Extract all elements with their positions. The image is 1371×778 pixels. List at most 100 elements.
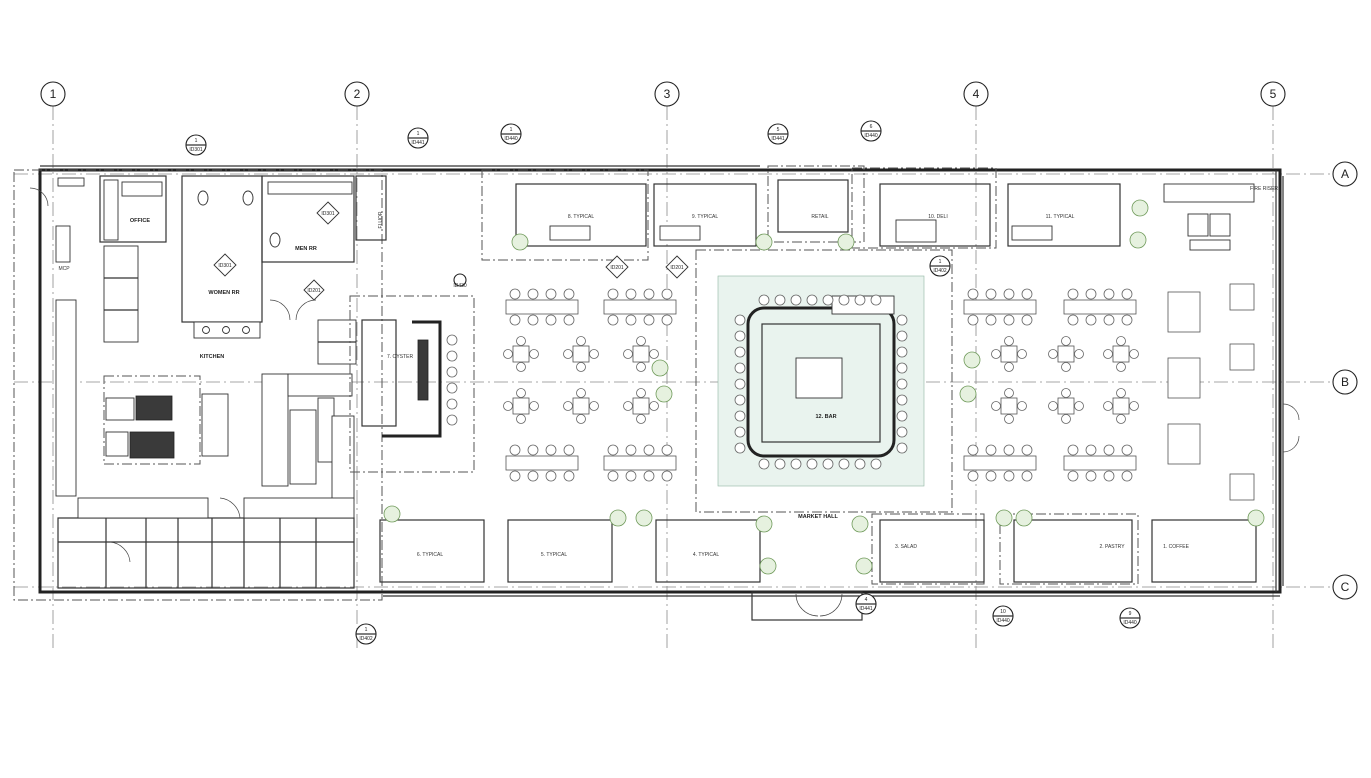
dining-table bbox=[1167, 423, 1201, 465]
dining-chair bbox=[1116, 414, 1126, 424]
dining-chair bbox=[607, 444, 619, 456]
dining-table bbox=[505, 455, 579, 471]
dining-table bbox=[1112, 345, 1130, 363]
planter bbox=[511, 233, 529, 251]
dining-chair bbox=[1021, 470, 1033, 482]
planter bbox=[995, 509, 1013, 527]
section-tag-number: 1 bbox=[939, 259, 942, 265]
dining-chair bbox=[643, 288, 655, 300]
dining-chair bbox=[623, 401, 633, 411]
room-label-women-rr: WOMEN RR bbox=[208, 290, 239, 296]
dining-chair bbox=[545, 444, 557, 456]
planter bbox=[609, 509, 627, 527]
room-label-market-hall: MARKET HALL bbox=[798, 514, 838, 520]
dining-table bbox=[1063, 455, 1137, 471]
dining-table bbox=[963, 299, 1037, 315]
bar-stool bbox=[734, 314, 746, 326]
dining-chair bbox=[1048, 401, 1058, 411]
dining-chair bbox=[545, 288, 557, 300]
dining-chair bbox=[1074, 401, 1084, 411]
dining-chair bbox=[1004, 414, 1014, 424]
dining-chair bbox=[1085, 444, 1097, 456]
dining-table bbox=[1229, 473, 1255, 501]
grid-column-bubble-2: 2 bbox=[344, 81, 370, 107]
dining-chair bbox=[985, 314, 997, 326]
dining-chair bbox=[1121, 470, 1133, 482]
bar-stool bbox=[790, 458, 802, 470]
planter bbox=[655, 385, 673, 403]
dining-chair bbox=[985, 444, 997, 456]
dining-chair bbox=[1004, 388, 1014, 398]
dining-chair bbox=[1067, 470, 1079, 482]
grid-row-label: B bbox=[1341, 375, 1349, 389]
dining-chair bbox=[563, 444, 575, 456]
dining-table bbox=[1000, 397, 1018, 415]
dining-chair bbox=[636, 414, 646, 424]
diamond-tag: ID301 bbox=[218, 263, 232, 269]
section-tag-ref: ID440 bbox=[864, 133, 878, 139]
dining-chair bbox=[1085, 288, 1097, 300]
bar-stool bbox=[896, 330, 908, 342]
dining-chair bbox=[527, 470, 539, 482]
section-tag-ref: ID301 bbox=[189, 147, 203, 153]
dining-chair bbox=[589, 349, 599, 359]
dining-chair bbox=[576, 388, 586, 398]
dining-table bbox=[1057, 397, 1075, 415]
bar-stool bbox=[806, 458, 818, 470]
stall-label: 1. COFFEE bbox=[1163, 544, 1190, 550]
stall-label: 2. PASTRY bbox=[1099, 544, 1125, 550]
grid-column-label: 3 bbox=[664, 87, 671, 101]
section-tag-number: 5 bbox=[777, 127, 780, 133]
planter bbox=[755, 233, 773, 251]
dining-chair bbox=[607, 314, 619, 326]
dining-chair bbox=[516, 336, 526, 346]
dining-chair bbox=[1048, 349, 1058, 359]
grid-row-bubble-a: A bbox=[1332, 161, 1358, 187]
bar-stool bbox=[774, 458, 786, 470]
dining-chair bbox=[607, 470, 619, 482]
dining-chair bbox=[1067, 314, 1079, 326]
dining-chair bbox=[1061, 336, 1071, 346]
dining-chair bbox=[1017, 401, 1027, 411]
dining-chair bbox=[967, 288, 979, 300]
dining-chair bbox=[1103, 470, 1115, 482]
bottom-stalls: 6. TYPICAL 5. TYPICAL 4. TYPICAL 3. SALA… bbox=[379, 513, 1257, 585]
bar-stool bbox=[734, 426, 746, 438]
planter bbox=[759, 557, 777, 575]
section-tag-ref: ID441 bbox=[859, 606, 873, 612]
grid-column-bubble-1: 1 bbox=[40, 81, 66, 107]
diamond-tag: ID201 bbox=[665, 255, 689, 279]
dining-table bbox=[1229, 283, 1255, 311]
dining-chair bbox=[649, 401, 659, 411]
dining-chair bbox=[509, 314, 521, 326]
bar-stool bbox=[790, 294, 802, 306]
grid-column-label: 2 bbox=[354, 87, 361, 101]
dining-table bbox=[512, 397, 530, 415]
section-tag-ref: ID402 bbox=[359, 636, 373, 642]
dining-table bbox=[1167, 357, 1201, 399]
dining-chair bbox=[545, 470, 557, 482]
dining-chair bbox=[527, 314, 539, 326]
dining-table bbox=[632, 397, 650, 415]
section-tag-number: 1 bbox=[365, 627, 368, 633]
back-of-house: OFFICE MCP WOMEN RR MEN RR ID301 ID301 I… bbox=[55, 175, 387, 589]
dining-table bbox=[603, 455, 677, 471]
grid-row-label: C bbox=[1341, 580, 1350, 594]
section-tag: ID430 bbox=[453, 283, 467, 289]
dining-chair bbox=[1103, 349, 1113, 359]
room-label-bar: 12. BAR bbox=[815, 414, 836, 420]
bar-stool bbox=[854, 294, 866, 306]
stall-label: 3. SALAD bbox=[895, 544, 917, 550]
planter bbox=[963, 351, 981, 369]
dining-chair bbox=[563, 470, 575, 482]
bar-stool bbox=[734, 394, 746, 406]
dining-chair bbox=[509, 444, 521, 456]
dining-chair bbox=[967, 444, 979, 456]
dining-chair bbox=[1121, 444, 1133, 456]
section-tag-callout: 5 ID441 bbox=[767, 123, 789, 145]
dining-chair bbox=[529, 349, 539, 359]
diamond-tag: ID201 bbox=[307, 288, 321, 294]
dining-chair bbox=[625, 444, 637, 456]
dining-chair bbox=[649, 349, 659, 359]
dining-table bbox=[1057, 345, 1075, 363]
